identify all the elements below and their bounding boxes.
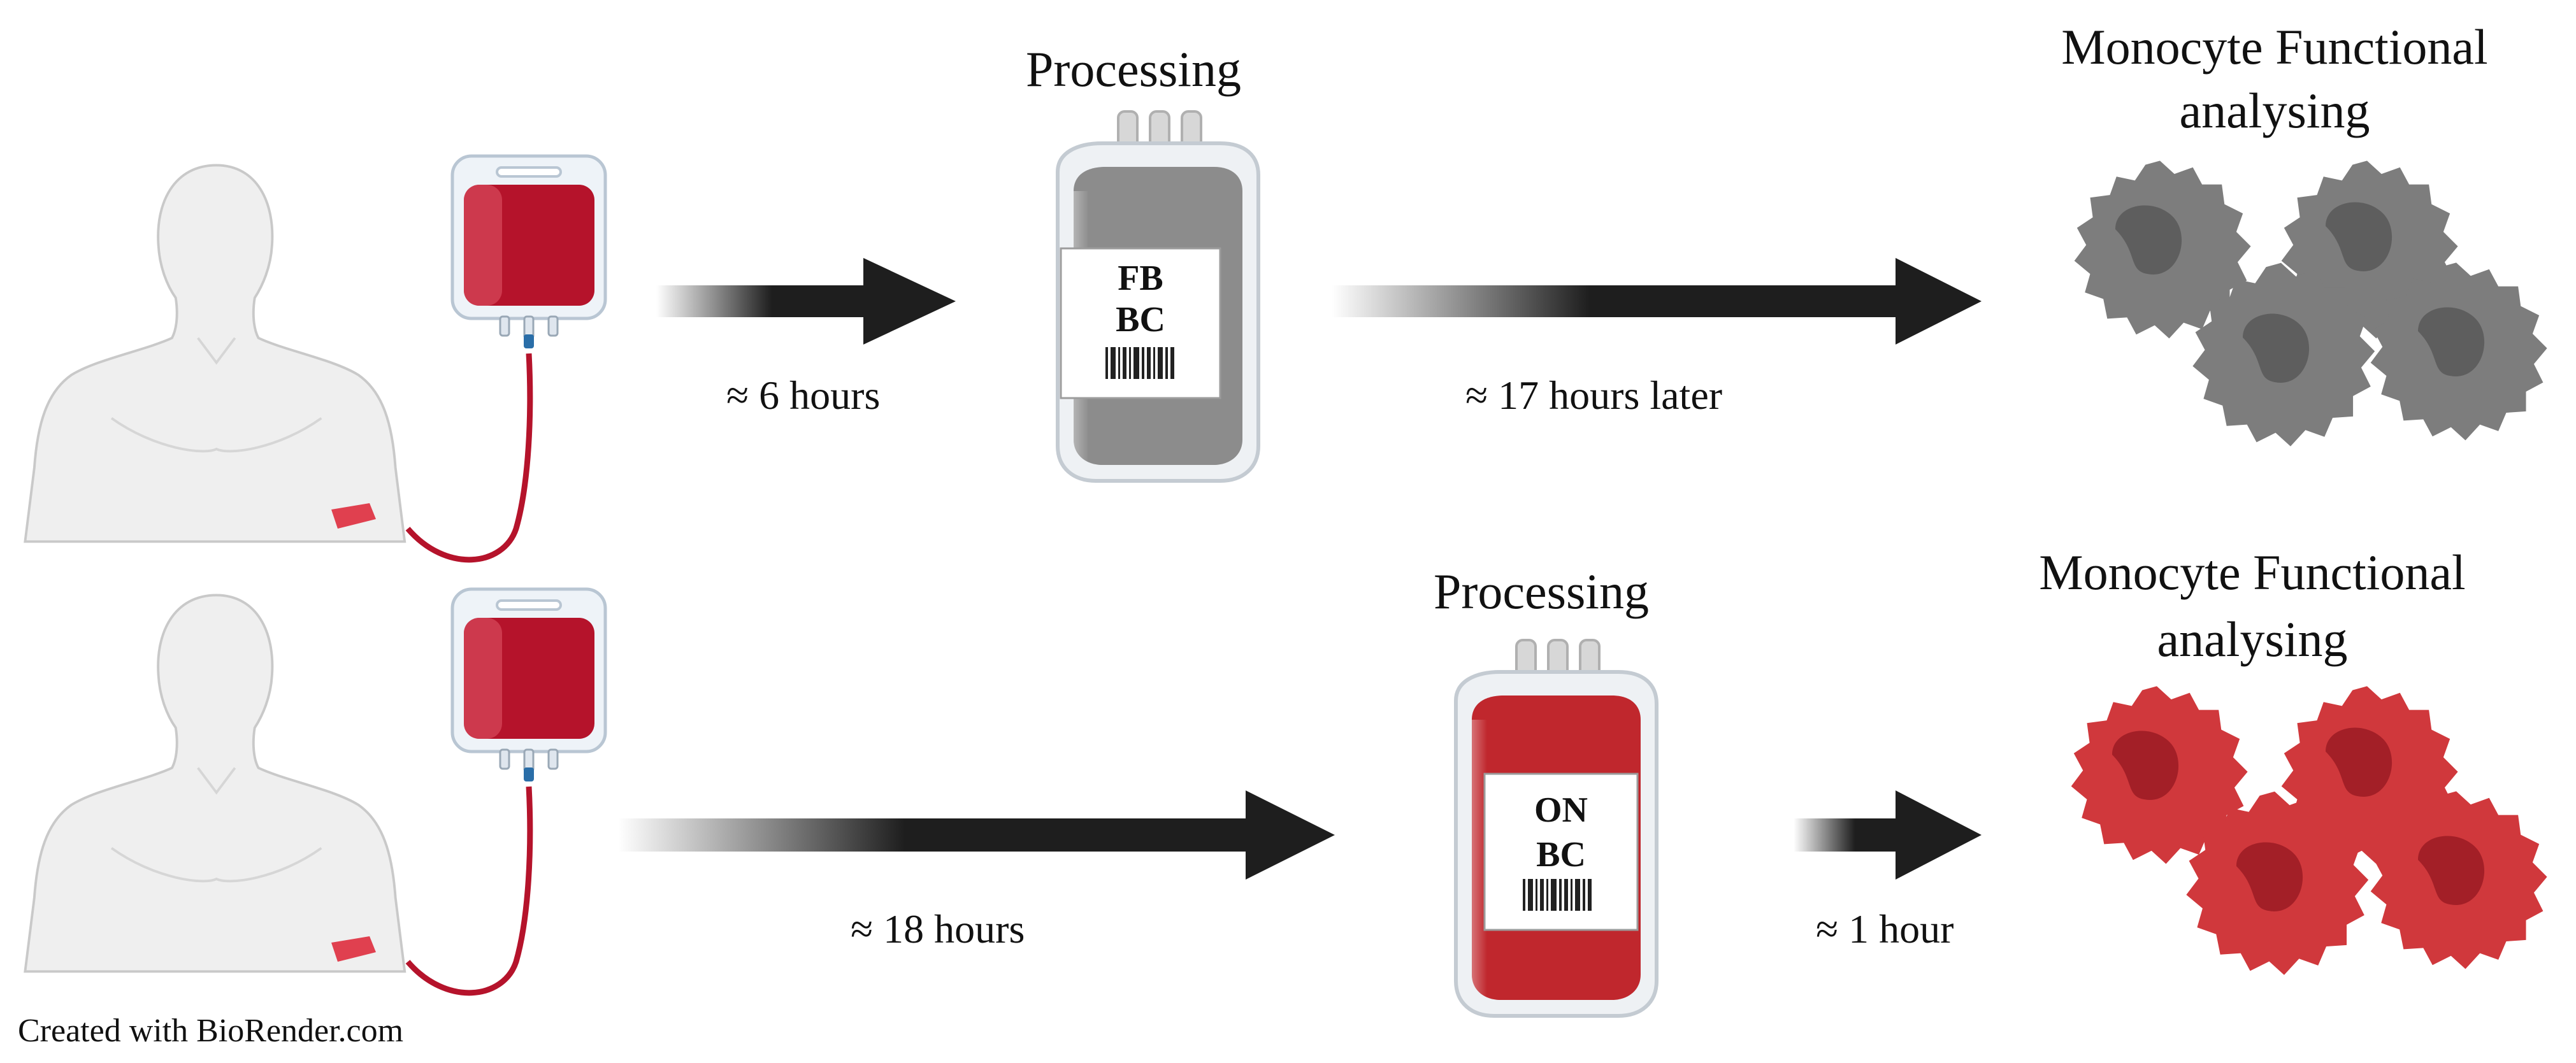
- blood-bag-icon: [331, 156, 605, 563]
- blood-bag-icon: [331, 589, 605, 996]
- human-silhouette-icon: [24, 594, 407, 973]
- row2-arrow1-label: ≈ 18 hours: [851, 906, 1025, 952]
- row2-arrow2-label: ≈ 1 hour: [1816, 906, 1954, 952]
- arrow-2-row-2: [1794, 790, 1982, 880]
- row1-arrow1-label: ≈ 6 hours: [726, 373, 880, 418]
- barcode-icon: [1102, 344, 1179, 385]
- biorender-credit: Created with BioRender.com: [18, 1013, 403, 1049]
- barcode-icon: [1520, 876, 1596, 917]
- monocyte-cells-gray-icon: [2074, 161, 2547, 446]
- arrow-1-row-2: [618, 790, 1335, 880]
- row1-result-title-line2: analysing: [2180, 83, 2370, 138]
- row2-processing-title: Processing: [1434, 564, 1649, 619]
- arrow-1-row-1: [656, 258, 956, 345]
- row-2: ≈ 18 hours Processing ON: [24, 545, 2547, 1018]
- row1-result-title-line1: Monocyte Functional: [2061, 19, 2487, 75]
- row2-bag-label-line1: ON: [1534, 790, 1588, 830]
- human-silhouette-icon: [24, 164, 407, 543]
- monocyte-cells-red-icon: [2071, 686, 2547, 975]
- processing-bag-icon: [1056, 110, 1260, 483]
- row-1: ≈ 6 hours Processing: [24, 19, 2547, 563]
- arrow-2-row-1: [1332, 258, 1982, 345]
- row1-bag-label-line2: BC: [1116, 300, 1165, 339]
- row2-bag-label-line2: BC: [1536, 835, 1586, 874]
- row2-result-title-line1: Monocyte Functional: [2039, 545, 2465, 600]
- processing-bag-icon: [1454, 639, 1659, 1018]
- row1-bag-label-line1: FB: [1118, 259, 1163, 298]
- row1-processing-title: Processing: [1026, 41, 1241, 97]
- row1-arrow2-label: ≈ 17 hours later: [1465, 373, 1722, 418]
- row2-result-title-line2: analysing: [2157, 611, 2348, 667]
